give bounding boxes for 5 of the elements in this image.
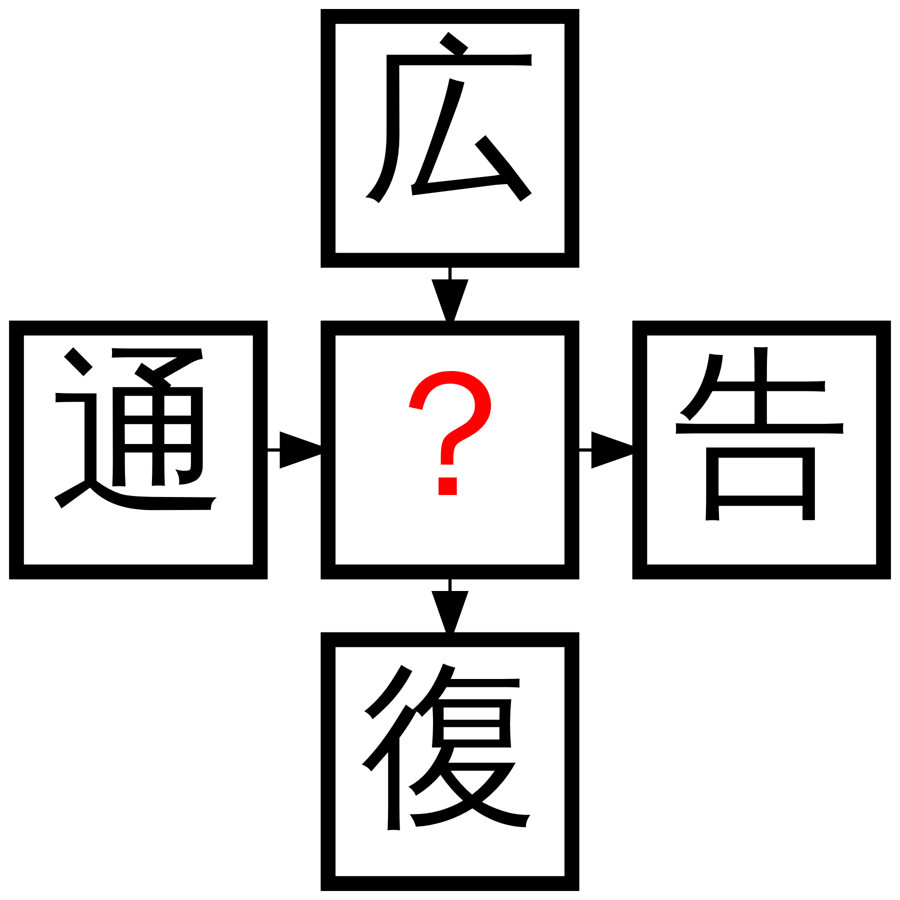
node-box: 広 — [320, 9, 580, 268]
node-box: 通 — [9, 320, 268, 580]
node-box: 復 — [320, 632, 580, 891]
node-box: 告 — [632, 320, 891, 580]
node-box: ？ — [320, 320, 580, 580]
